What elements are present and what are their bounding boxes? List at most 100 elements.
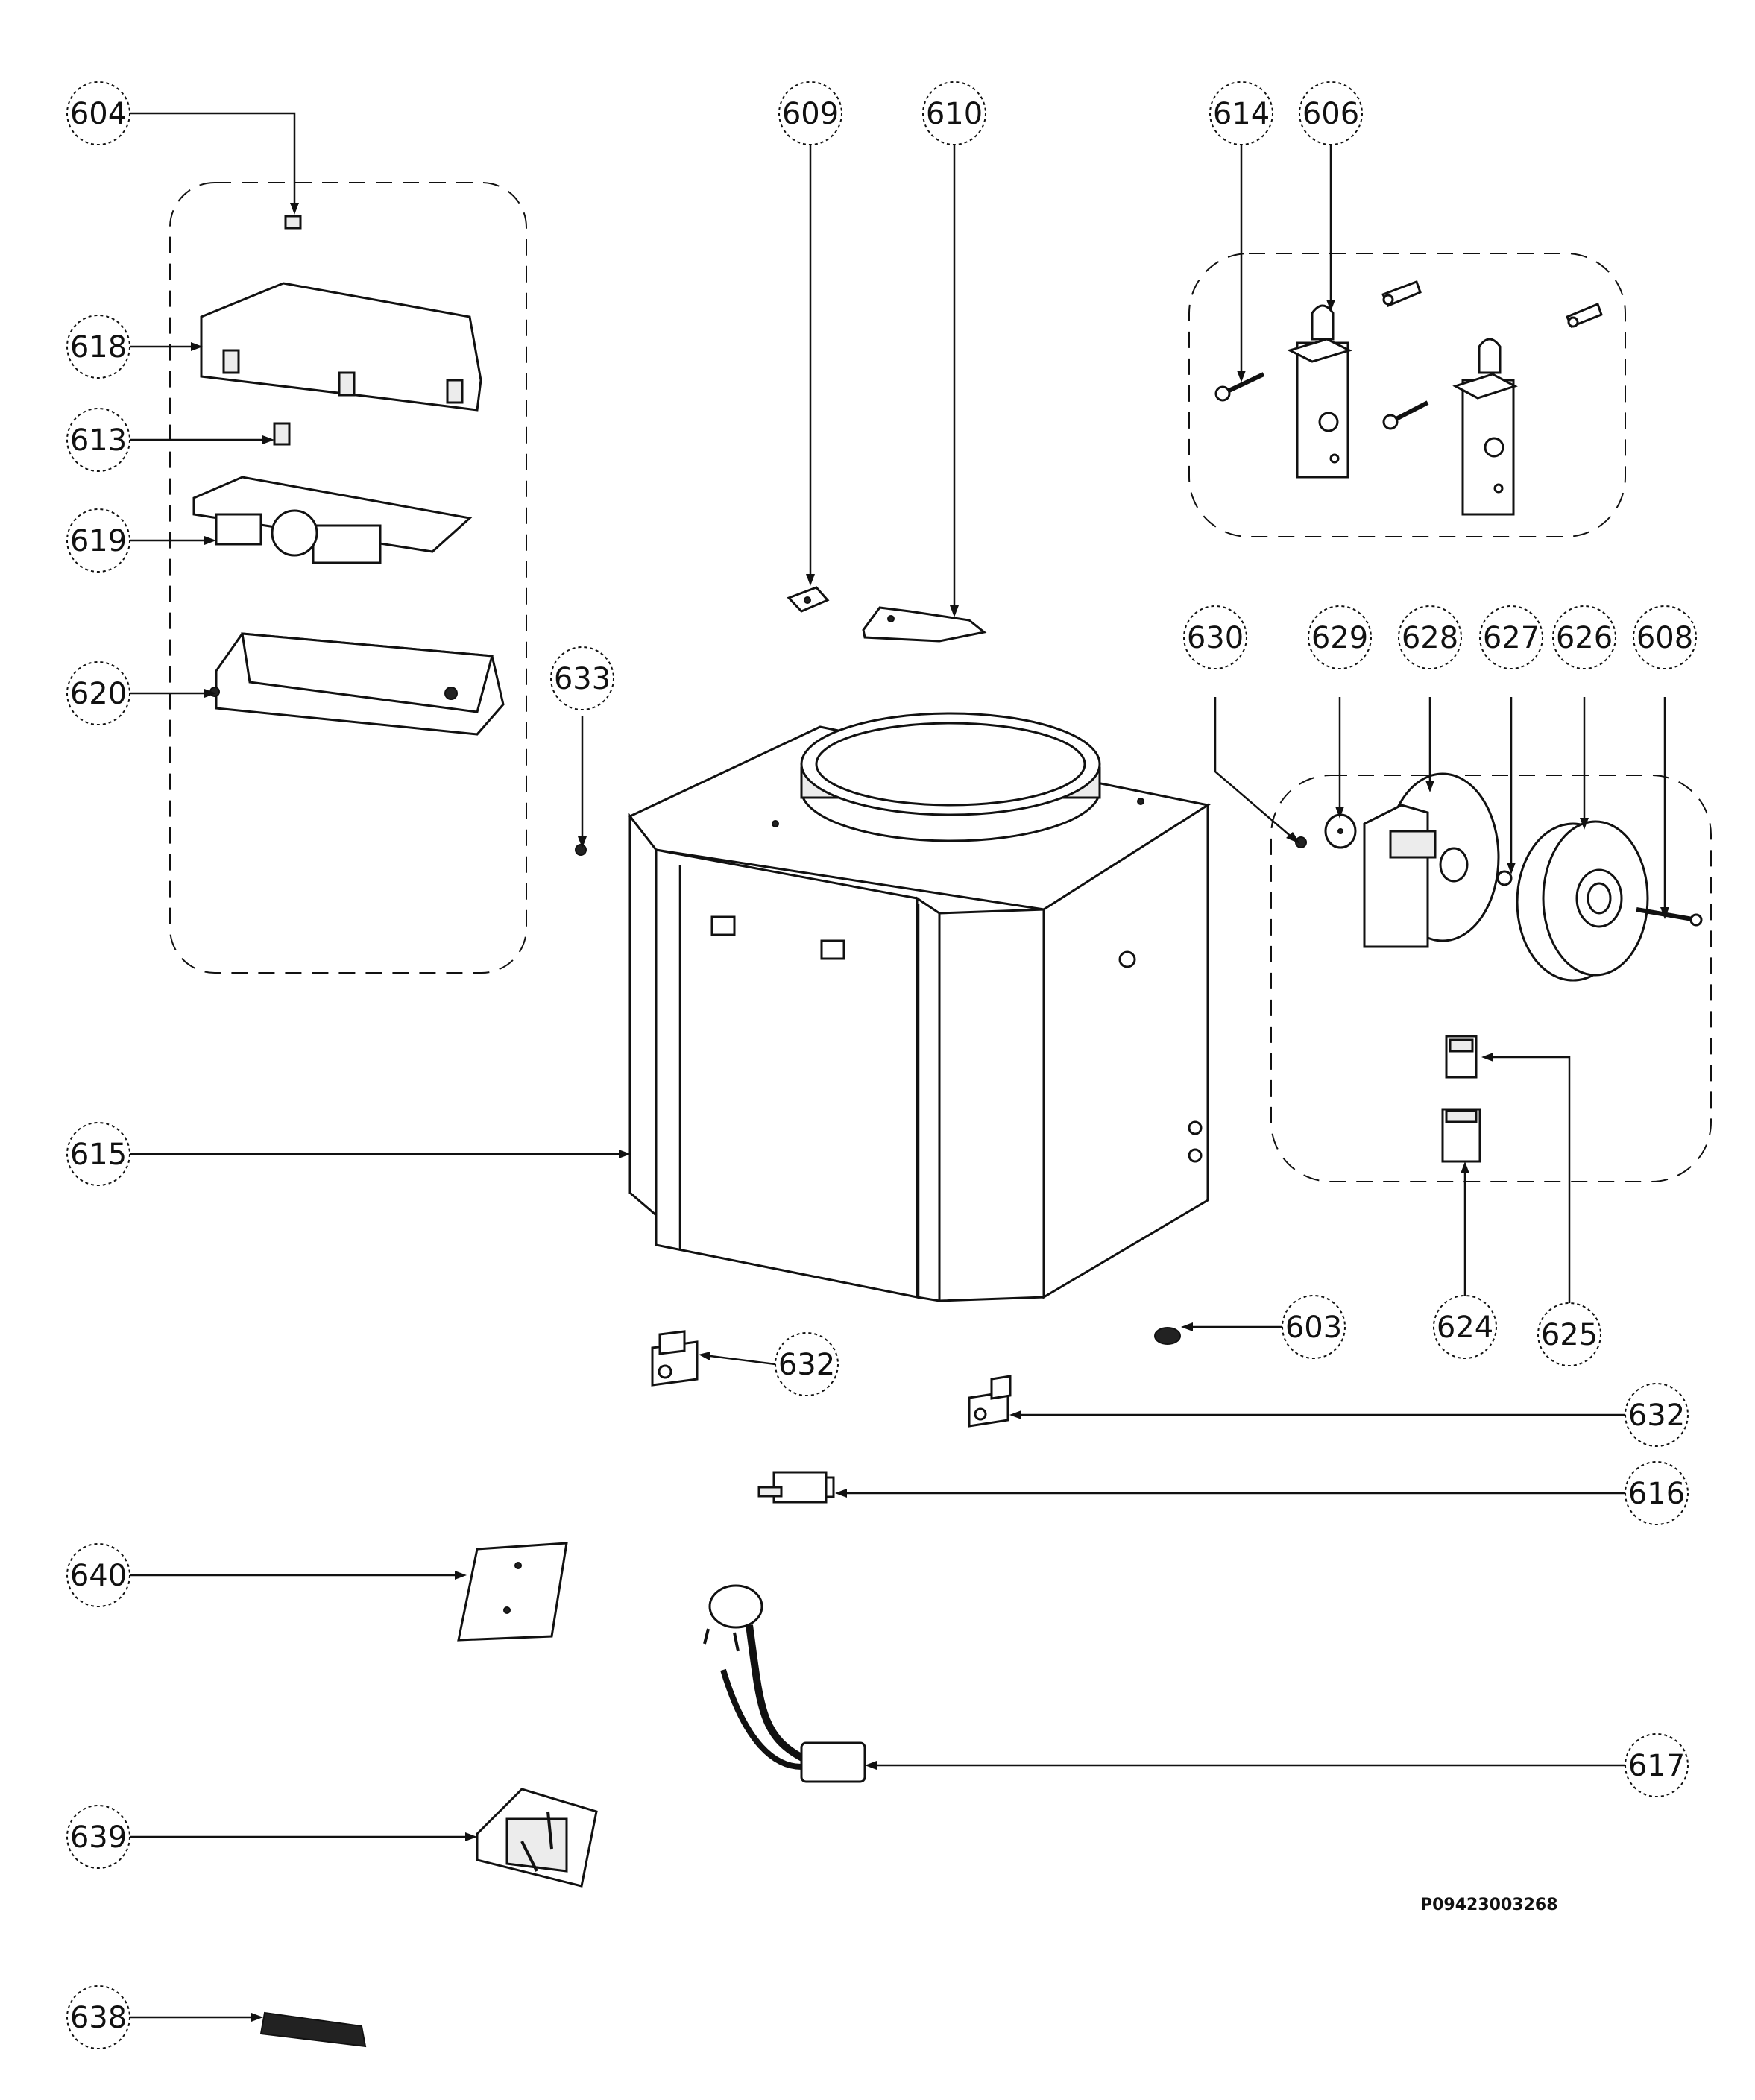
callout-c610: 610: [922, 81, 986, 145]
callout-label: 629: [1311, 621, 1368, 655]
callout-label: 638: [70, 2001, 127, 2035]
part-terminal-strip-638: [259, 2011, 367, 2048]
part-connector-625: [1445, 1035, 1478, 1079]
part-pcb-619: [192, 476, 473, 564]
callout-label: 609: [782, 97, 839, 131]
callout-bubble: [1537, 1302, 1601, 1366]
callout-c638: 638: [66, 1985, 130, 2049]
callout-bubble: [775, 1332, 839, 1396]
callout-bubble: [922, 81, 986, 145]
callout-bubble: [66, 81, 130, 145]
part-clip-632-left: [651, 1330, 699, 1387]
callout-c614: 614: [1209, 81, 1273, 145]
callout-c627: 627: [1479, 605, 1543, 669]
callout-label: 633: [554, 662, 611, 696]
callout-bubble: [1433, 1295, 1497, 1359]
callout-bubble: [66, 1985, 130, 2049]
callout-label: 632: [1628, 1399, 1685, 1433]
part-housing-615: [628, 712, 1211, 1302]
callout-bubble: [1209, 81, 1273, 145]
part-wall-plug: [1381, 280, 1603, 328]
callout-c613: 613: [66, 408, 130, 472]
callout-bubble: [1552, 605, 1616, 669]
callout-bubble: [1625, 1461, 1689, 1525]
callout-c626: 626: [1552, 605, 1616, 669]
part-power-cord-617: [703, 1584, 866, 1783]
part-clip-603: [1154, 1327, 1181, 1345]
callout-bubble: [66, 661, 130, 725]
callout-label: 632: [778, 1348, 835, 1382]
callout-bubble: [1625, 1733, 1689, 1797]
callout-bubble: [66, 1543, 130, 1607]
callout-label: 639: [70, 1820, 127, 1855]
callout-c604: 604: [66, 81, 130, 145]
part-spacer-613: [273, 422, 291, 446]
part-screw-633: [575, 844, 587, 856]
callout-c625: 625: [1537, 1302, 1601, 1366]
group-outline-wall-brackets: [1188, 253, 1626, 537]
callout-bubble: [66, 1805, 130, 1869]
group-outline-electronics: [169, 182, 527, 974]
callout-bubble: [1282, 1295, 1346, 1359]
part-junction-box-639: [476, 1788, 598, 1888]
part-control-box-618: [200, 282, 482, 412]
callout-c632b: 632: [1625, 1383, 1689, 1447]
callout-c629: 629: [1308, 605, 1372, 669]
callout-bubble: [1183, 605, 1247, 669]
callout-bubble: [1625, 1383, 1689, 1447]
part-impeller-626: [1516, 820, 1649, 982]
callout-c608: 608: [1633, 605, 1697, 669]
part-motor-housing-628: [1363, 772, 1500, 948]
callout-label: 616: [1628, 1477, 1685, 1511]
callout-bubble: [66, 315, 130, 379]
part-clip-632-right: [968, 1375, 1012, 1428]
part-switch-616: [757, 1471, 835, 1504]
callout-label: 614: [1213, 97, 1270, 131]
callout-c633: 633: [550, 646, 614, 710]
callout-c615: 615: [66, 1122, 130, 1186]
callout-label: 603: [1285, 1311, 1342, 1345]
callout-label: 619: [70, 524, 127, 558]
callout-c640: 640: [66, 1543, 130, 1607]
group-outline-motor: [1270, 775, 1712, 1182]
callout-c606: 606: [1299, 81, 1363, 145]
part-screw-614: [1214, 372, 1265, 402]
part-screw-614-b: [1382, 400, 1429, 430]
callout-label: 630: [1187, 621, 1244, 655]
callout-c628: 628: [1398, 605, 1462, 669]
callout-label: 627: [1483, 621, 1540, 655]
callout-c609: 609: [778, 81, 842, 145]
callout-label: 608: [1636, 621, 1693, 655]
part-tray-620: [209, 632, 505, 736]
callout-label: 615: [70, 1138, 127, 1172]
part-plate-609: [787, 586, 830, 613]
part-bracket-610: [862, 606, 987, 643]
callout-bubble: [1299, 81, 1363, 145]
callout-bubble: [1398, 605, 1462, 669]
document-code: P09423003268: [1420, 1896, 1558, 1914]
callout-bubble: [1633, 605, 1697, 669]
callout-c603: 603: [1282, 1295, 1346, 1359]
callout-label: 628: [1402, 621, 1458, 655]
callout-label: 625: [1541, 1318, 1598, 1352]
callout-label: 613: [70, 423, 127, 458]
callout-c619: 619: [66, 508, 130, 573]
callout-c630: 630: [1183, 605, 1247, 669]
callout-bubble: [66, 508, 130, 573]
part-wall-bracket-606: [1286, 304, 1353, 479]
callout-bubble: [1308, 605, 1372, 669]
part-washer-627: [1496, 870, 1513, 886]
callout-c632a: 632: [775, 1332, 839, 1396]
part-wall-bracket-606-b: [1452, 338, 1518, 516]
callout-c616: 616: [1625, 1461, 1689, 1525]
callout-label: 604: [70, 97, 127, 131]
callout-bubble: [550, 646, 614, 710]
callout-c639: 639: [66, 1805, 130, 1869]
leader-lines: [127, 112, 1669, 2022]
callout-label: 640: [70, 1559, 127, 1593]
callout-c617: 617: [1625, 1733, 1689, 1797]
part-connector-624: [1441, 1108, 1481, 1163]
callout-bubble: [1479, 605, 1543, 669]
